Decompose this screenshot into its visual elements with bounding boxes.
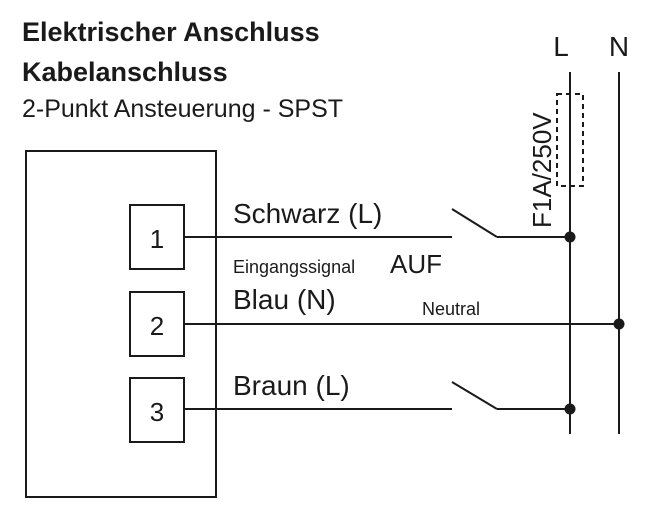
terminal-3-number: 3 [150, 397, 164, 427]
terminal-2-number: 2 [150, 311, 164, 341]
title-line-1: Elektrischer Anschluss [22, 17, 320, 47]
terminal-2: 2 [129, 291, 185, 357]
direction-label: AUF [390, 249, 442, 279]
neutral-label: Neutral [422, 299, 480, 319]
neutral-rail-label: N [609, 31, 629, 62]
subtitle: 2-Punkt Ansteuerung - SPST [22, 95, 343, 123]
terminal-1: 1 [129, 204, 185, 270]
terminal-3: 3 [129, 377, 185, 443]
switch-1-contact [451, 208, 498, 238]
terminal-1-number: 1 [150, 224, 164, 254]
input-signal-label: Eingangssignal [233, 257, 355, 277]
live-rail-label: L [553, 31, 569, 62]
junction-1 [564, 231, 576, 243]
junction-2 [613, 318, 625, 330]
wire-1-label: Schwarz (L) [233, 198, 382, 229]
fuse-symbol [556, 93, 584, 187]
wire-3-label: Braun (L) [233, 370, 350, 401]
junction-3 [564, 403, 576, 415]
wire-2-label: Blau (N) [233, 284, 336, 315]
fuse-label: F1A/250V [527, 112, 557, 228]
title-line-2: Kabelanschluss [22, 57, 228, 87]
switch-3-contact [451, 381, 498, 410]
